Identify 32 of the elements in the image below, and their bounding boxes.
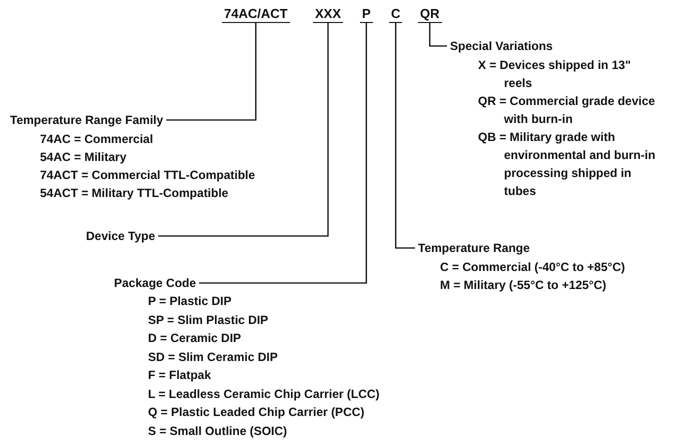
code-definition: QB = Military grade with environmental and burn-in processing shipped in tubes [478, 129, 656, 200]
leader-line [166, 23, 256, 121]
code-segment: XXX [313, 6, 344, 23]
field-heading: Device Type [86, 228, 156, 244]
code-definition: 74AC = Commercial [40, 131, 154, 148]
code-definition: SD = Slim Ceramic DIP [148, 348, 278, 366]
code-definition: F = Flatpak [148, 367, 212, 384]
code-segment: C [389, 6, 402, 23]
leader-line [429, 23, 447, 47]
code-definition: 54AC = Military [40, 149, 126, 166]
code-definition: QR = Commercial grade device with burn-in [478, 93, 656, 128]
code-definition: 74ACT = Commercial TTL-Compatible [40, 167, 256, 184]
code-definition: P = Plastic DIP [148, 293, 232, 310]
leader-line [158, 23, 329, 237]
code-segment: QR [418, 6, 442, 23]
code-definition: 54ACT = Military TTL-Compatible [40, 185, 228, 202]
field-heading: Temperature Range [418, 240, 530, 256]
code-definition: Q = Plastic Leaded Chip Carrier (PCC) [148, 404, 364, 421]
code-definition: L = Leadless Ceramic Chip Carrier (LCC) [148, 386, 380, 402]
code-definition: X = Devices shipped in 13" reels [478, 57, 632, 92]
code-definition: SP = Slim Plastic DIP [148, 312, 268, 328]
leader-line [199, 23, 367, 284]
code-definition: M = Military (-55°C to +125°C) [440, 277, 606, 294]
leader-line [395, 23, 415, 249]
field-heading: Temperature Range Family [10, 112, 164, 128]
field-heading: Package Code [114, 275, 196, 291]
code-segment: P [360, 6, 373, 23]
code-definition: C = Commercial (-40°C to +85°C) [440, 259, 625, 276]
code-definition: S = Small Outline (SOIC) [148, 422, 288, 440]
code-segment: 74AC/ACT [222, 6, 290, 23]
field-heading: Special Variations [450, 38, 553, 54]
code-definition: D = Ceramic DIP [148, 330, 242, 347]
